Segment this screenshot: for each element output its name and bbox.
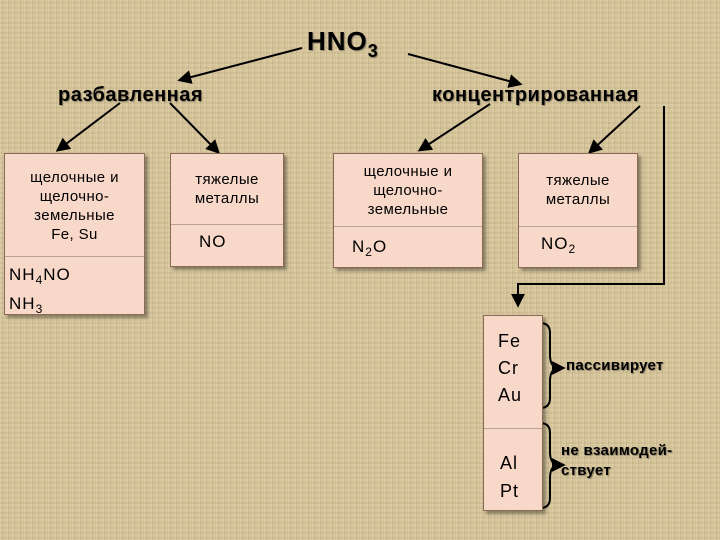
inert-metals-list: Al Pt	[500, 453, 520, 501]
conc-alkaline-text: щелочные и щелочно- земельные	[334, 154, 482, 227]
arrow-root-to-dilute	[177, 47, 303, 84]
conc-heavy-box: тяжелые металлы NO2	[518, 153, 638, 268]
passive-result: пассивирует	[566, 357, 664, 374]
product-nh4no3-no: NO	[43, 265, 71, 284]
root-formula: HNO3	[307, 26, 379, 62]
product-nh3-nh: NH	[9, 294, 36, 313]
root-formula-subscript: 3	[367, 41, 379, 61]
metals-box: Fe Cr Au Al Pt	[483, 315, 543, 511]
product-n2o-n: N	[352, 237, 366, 256]
conc-heavy-text: тяжелые металлы	[519, 154, 637, 227]
product-n2o-o: O	[372, 237, 388, 256]
product-n2o-sub: 2	[365, 245, 373, 259]
dilute-label: разбавленная	[58, 84, 204, 106]
dilute-alkaline-text: щелочные и щелочно- земельные Fe, Su	[5, 154, 144, 257]
product-nh4no3-sub: 4	[35, 273, 44, 287]
arrow-dilute-to-heavy	[169, 102, 220, 155]
product-no2-sub: 2	[568, 242, 577, 256]
arrow-root-to-concentrated	[407, 53, 523, 88]
root-formula-text: HNO	[307, 26, 368, 56]
arrow-concentrated-to-alkaline	[417, 103, 491, 152]
concentrated-label: концентрированная	[432, 84, 639, 106]
product-no2-no: NO	[541, 234, 569, 253]
product-nh4no3-nh: NH	[9, 265, 36, 284]
product-nh3-sub: 3	[35, 302, 44, 316]
inert-result: не взаимодей- ствует	[561, 442, 673, 479]
dilute-heavy-product: NO	[199, 232, 227, 251]
arrow-concentrated-to-metals	[511, 106, 665, 308]
dilute-heavy-box: тяжелые металлы NO	[170, 153, 284, 267]
dilute-alkaline-product: NH4NO NH3	[5, 257, 144, 321]
conc-heavy-product: NO2	[519, 227, 637, 256]
dilute-heavy-text: тяжелые металлы	[171, 154, 283, 225]
conc-alkaline-product: N2O	[334, 227, 482, 259]
conc-alkaline-box: щелочные и щелочно- земельные N2O	[333, 153, 483, 268]
passive-metals-list: Fe Cr Au	[484, 316, 542, 429]
arrow-concentrated-to-heavy	[587, 105, 641, 154]
dilute-alkaline-box: щелочные и щелочно- земельные Fe, Su NH4…	[4, 153, 145, 316]
arrow-dilute-to-alkaline	[55, 102, 121, 152]
